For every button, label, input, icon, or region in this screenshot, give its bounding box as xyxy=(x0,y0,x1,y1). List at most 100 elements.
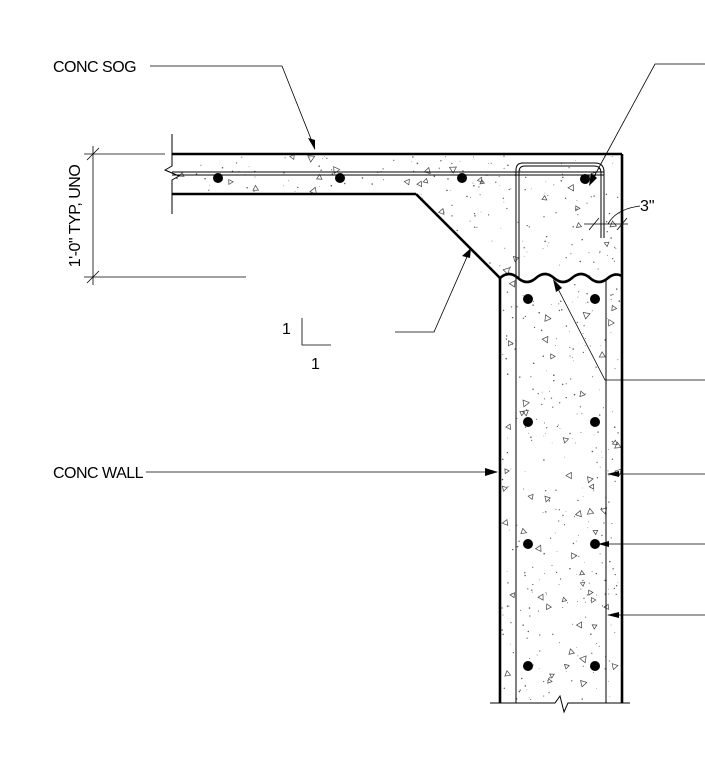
concrete-aggregate xyxy=(541,335,549,344)
concrete-speck xyxy=(522,295,524,297)
concrete-speck xyxy=(526,251,528,253)
concrete-speck xyxy=(608,660,610,662)
wall-bar-r4 xyxy=(590,661,600,671)
concrete-aggregate xyxy=(608,318,615,327)
concrete-speck xyxy=(574,284,576,286)
concrete-speck xyxy=(524,176,527,179)
concrete-speck xyxy=(524,426,527,428)
concrete-aggregate xyxy=(423,166,431,175)
concrete-speck xyxy=(576,200,578,202)
slab-leader: CONC SOG xyxy=(53,59,316,150)
concrete-speck xyxy=(522,624,524,626)
concrete-speck xyxy=(577,601,578,603)
concrete-speck xyxy=(572,360,574,362)
construction-joint xyxy=(499,272,623,284)
concrete-speck xyxy=(565,383,567,385)
concrete-speck xyxy=(589,599,591,601)
concrete-speck xyxy=(344,182,346,185)
concrete-speck xyxy=(511,316,514,319)
slab-bar-1 xyxy=(213,173,223,183)
concrete-speck xyxy=(241,156,243,158)
wall-outline xyxy=(490,154,630,714)
concrete-speck xyxy=(472,182,474,184)
concrete-aggregate xyxy=(561,596,568,603)
concrete-speck xyxy=(528,658,530,659)
concrete-speck xyxy=(491,240,493,242)
concrete-speck xyxy=(595,447,597,449)
concrete-speck xyxy=(505,357,507,360)
concrete-speck xyxy=(532,388,534,390)
concrete-speck xyxy=(518,540,520,543)
concrete-speck xyxy=(561,383,564,386)
concrete-speck xyxy=(591,310,593,312)
dowel-hook xyxy=(515,162,605,278)
concrete-speck xyxy=(558,583,560,585)
concrete-speck xyxy=(506,571,508,572)
concrete-speck xyxy=(531,439,533,441)
concrete-speck xyxy=(542,511,544,513)
concrete-speck xyxy=(528,697,530,699)
concrete-speck xyxy=(559,642,560,644)
concrete-aggregate xyxy=(562,437,570,444)
concrete-speck xyxy=(608,448,610,450)
concrete-speck xyxy=(545,235,548,238)
joint-leader xyxy=(553,279,705,381)
concrete-speck xyxy=(508,605,510,607)
concrete-speck xyxy=(595,594,597,596)
concrete-speck xyxy=(572,348,574,350)
concrete-aggregate xyxy=(534,544,542,552)
concrete-speck xyxy=(446,189,448,192)
concrete-speck xyxy=(473,212,476,215)
concrete-speck xyxy=(524,471,526,472)
concrete-aggregate xyxy=(501,518,509,526)
concrete-speck xyxy=(589,345,591,347)
concrete-speck xyxy=(527,630,530,633)
concrete-speck xyxy=(576,413,578,415)
concrete-speck xyxy=(506,605,509,607)
concrete-speck xyxy=(600,345,602,346)
concrete-speck xyxy=(617,359,619,361)
concrete-speck xyxy=(597,268,599,270)
concrete-aggregate xyxy=(546,603,553,611)
concrete-speck xyxy=(532,304,534,306)
concrete-speck xyxy=(195,173,198,175)
concrete-speck xyxy=(507,582,509,584)
concrete-aggregate xyxy=(307,155,316,163)
concrete-speck xyxy=(583,325,585,327)
concrete-speck xyxy=(586,293,588,295)
concrete-speck xyxy=(361,177,364,179)
concrete-speck xyxy=(565,671,567,672)
concrete-speck xyxy=(579,260,581,263)
concrete-speck xyxy=(562,173,563,175)
concrete-speck xyxy=(450,190,452,191)
concrete-speck xyxy=(503,167,505,169)
concrete-speck xyxy=(587,521,589,523)
concrete-speck xyxy=(581,412,583,414)
concrete-speck xyxy=(538,668,540,669)
concrete-speck xyxy=(615,247,617,249)
slab-thickness-dimension: 1'-0" TYP, UNO xyxy=(67,146,246,285)
concrete-speck xyxy=(545,591,547,593)
concrete-speck xyxy=(466,195,468,198)
concrete-speck xyxy=(528,432,529,434)
concrete-aggregate xyxy=(580,679,588,688)
concrete-aggregate xyxy=(588,589,594,596)
concrete-speck xyxy=(545,181,547,183)
concrete-speck xyxy=(613,246,615,248)
concrete-speck xyxy=(470,196,471,198)
concrete-speck xyxy=(576,646,577,648)
concrete-aggregate xyxy=(502,267,510,276)
concrete-speck xyxy=(524,572,526,574)
concrete-speck xyxy=(615,288,618,290)
concrete-speck xyxy=(555,489,557,491)
concrete-speck xyxy=(576,573,577,575)
concrete-aggregate xyxy=(437,208,445,215)
concrete-speck xyxy=(612,293,614,296)
concrete-speck xyxy=(563,524,566,526)
concrete-speck xyxy=(509,529,510,531)
concrete-speck xyxy=(612,257,614,260)
concrete-speck xyxy=(556,550,558,552)
concrete-aggregate xyxy=(579,390,586,398)
concrete-aggregate xyxy=(289,154,295,161)
concrete-speck xyxy=(564,456,566,458)
